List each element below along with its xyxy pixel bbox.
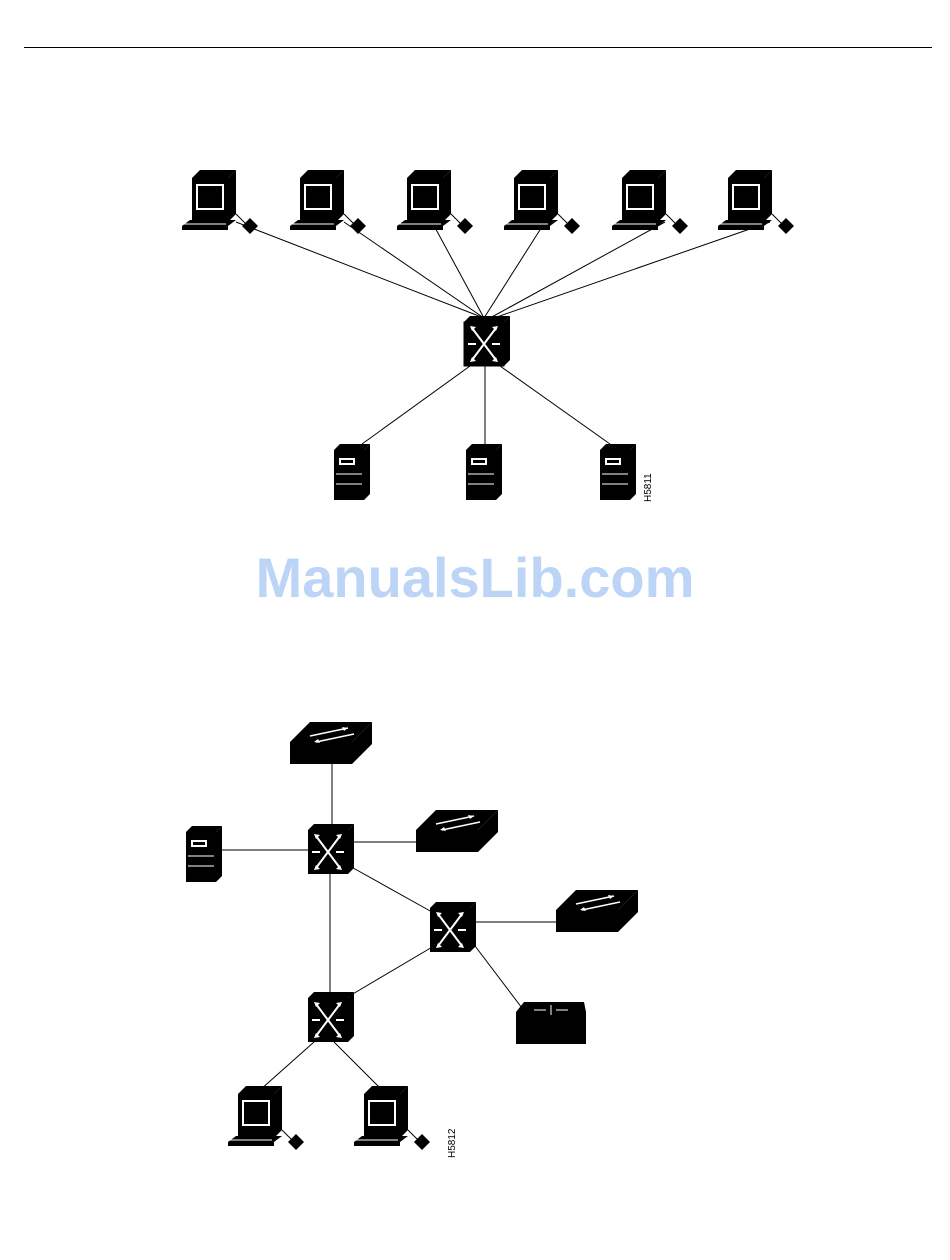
router-icon xyxy=(516,1002,586,1044)
network-diagram-1: H5811 xyxy=(0,0,950,540)
figure-id-label: H5811 xyxy=(643,473,654,502)
switch-icon xyxy=(464,316,510,366)
network-diagram-2: H5812 xyxy=(0,680,950,1200)
diagram-2-links xyxy=(220,762,556,1090)
workstation-icon xyxy=(504,170,580,234)
diagram-2-svg: H5812 xyxy=(0,680,950,1200)
switch-icon xyxy=(308,824,354,874)
diagram-1-svg: H5811 xyxy=(0,0,950,540)
figure-id-label: H5812 xyxy=(447,1128,458,1158)
watermark: ManualsLib.com xyxy=(0,545,950,610)
workstation-icon xyxy=(397,170,473,234)
switch-icon xyxy=(430,902,476,952)
workstation-icon xyxy=(182,170,258,234)
switch-icon xyxy=(308,992,354,1042)
server-icon xyxy=(334,444,370,500)
workstation-icon xyxy=(354,1086,430,1150)
server-icon xyxy=(186,826,222,882)
workstation-icon xyxy=(718,170,794,234)
server-icon xyxy=(466,444,502,500)
workstation-icon xyxy=(228,1086,304,1150)
server-icon xyxy=(600,444,636,500)
hub-icon xyxy=(556,890,638,932)
workstation-icon xyxy=(612,170,688,234)
hub-icon xyxy=(416,810,498,852)
hub-icon xyxy=(290,722,372,764)
workstation-icon xyxy=(290,170,366,234)
